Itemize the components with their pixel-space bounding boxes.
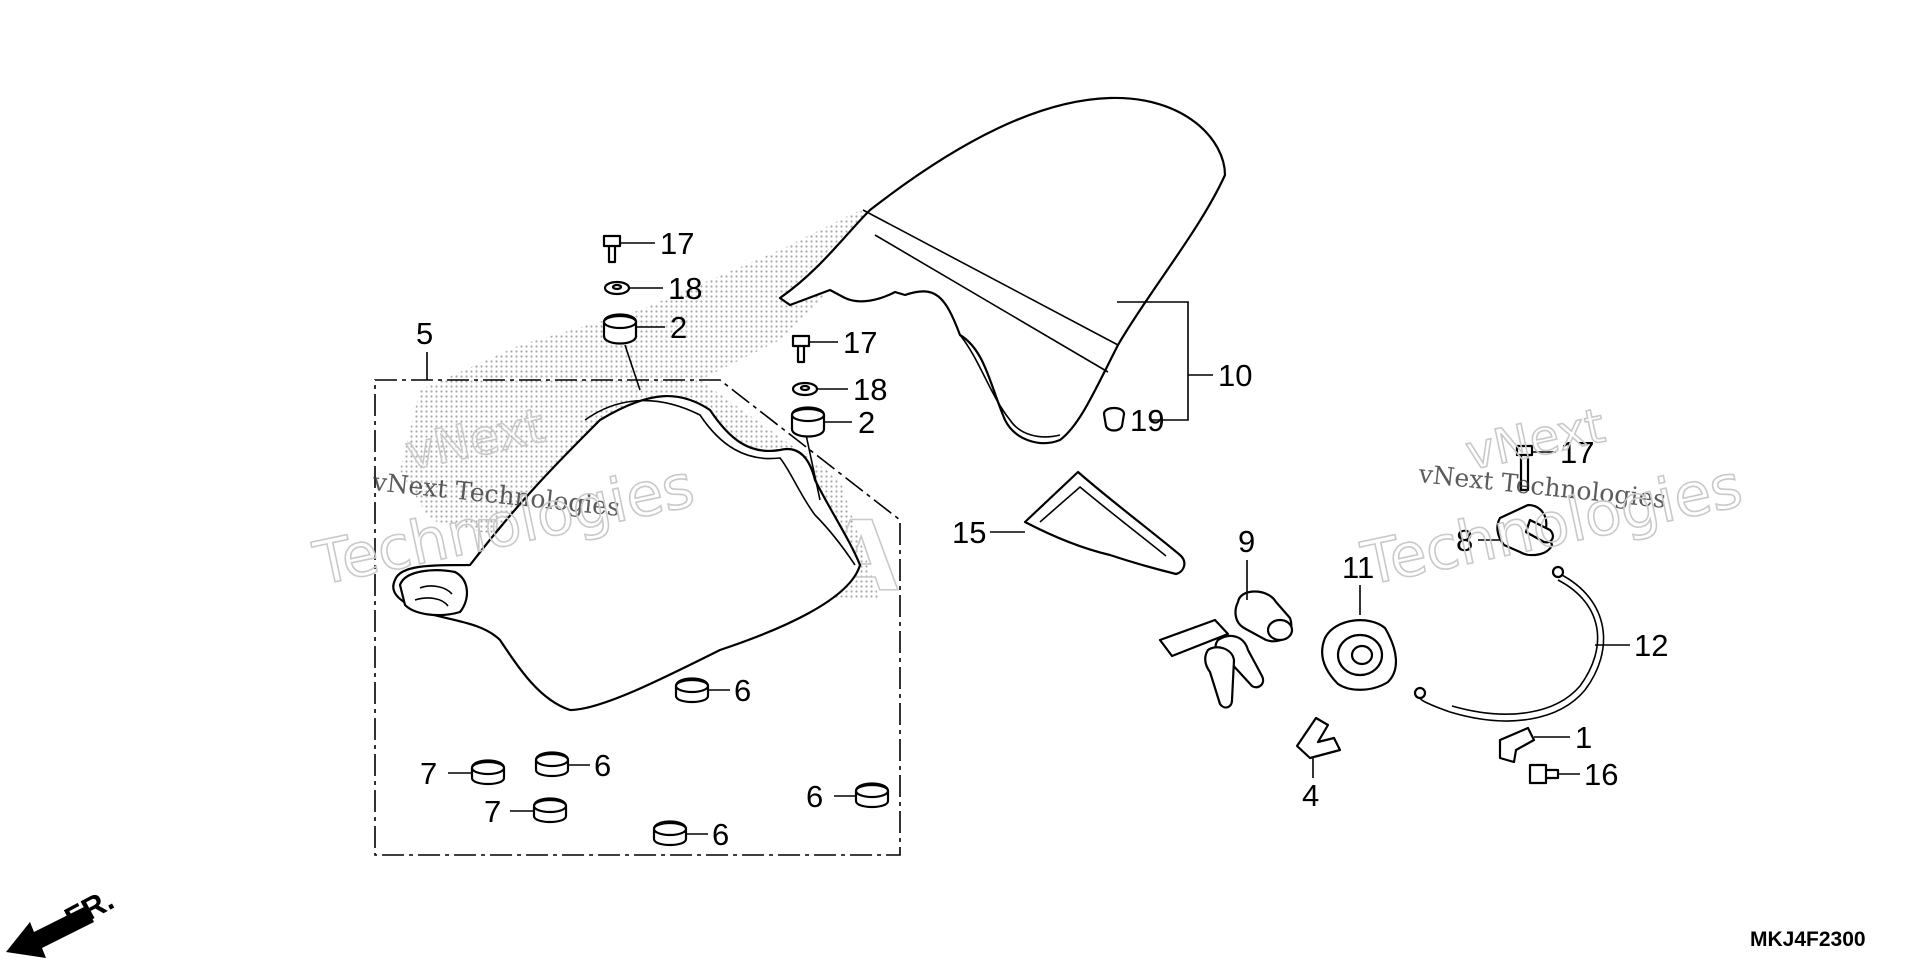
callout-6d: 6	[712, 817, 729, 852]
callout-7a: 7	[420, 756, 437, 791]
bolt-17c	[1515, 444, 1534, 492]
callout-2b: 2	[858, 405, 875, 440]
front-arrow-icon	[6, 906, 94, 958]
callout-17b: 17	[843, 325, 877, 360]
callout-15: 15	[952, 515, 986, 550]
callout-6b: 6	[594, 748, 611, 783]
callout-16: 16	[1584, 757, 1618, 792]
bolt-17b	[791, 334, 811, 364]
cable-12	[1419, 573, 1605, 722]
seat-edge-line	[584, 399, 856, 566]
callout-11: 11	[1342, 550, 1374, 585]
seat-latch	[398, 569, 468, 617]
callout-12: 12	[1634, 628, 1668, 663]
bracket-1	[1498, 726, 1536, 764]
grommet-6a-top	[674, 678, 710, 694]
lock-8	[1496, 503, 1554, 557]
callout-19: 19	[1130, 403, 1164, 438]
leader-2a-seat	[624, 344, 641, 391]
callout-9: 9	[1238, 524, 1255, 559]
washer-18a-hole	[611, 283, 623, 291]
cable-12-b	[1451, 579, 1599, 715]
callout-10: 10	[1218, 358, 1252, 393]
guide-15	[1023, 470, 1186, 576]
bolt-16	[1528, 763, 1560, 785]
key-blade-b	[1204, 646, 1236, 709]
grommet-19	[1102, 406, 1126, 432]
guide-15-inner	[1039, 485, 1167, 557]
seat-cowl-part	[778, 96, 1227, 445]
callout-18a: 18	[668, 271, 702, 306]
grommet-6d-top	[652, 821, 688, 837]
callout-17c: 17	[1560, 435, 1594, 470]
callout-8: 8	[1456, 523, 1473, 558]
callout-17a: 17	[660, 226, 694, 261]
grommet-6b-top	[534, 752, 570, 768]
cable-end-top	[1551, 565, 1565, 579]
rubber-2a-top	[602, 314, 638, 330]
clip-4	[1295, 716, 1342, 760]
cable-end-bottom	[1413, 686, 1427, 700]
bolt-17a	[602, 234, 622, 264]
grommet-7b-top	[532, 798, 568, 814]
leader-2b-seat	[804, 429, 821, 501]
key-tag	[1158, 618, 1230, 658]
callout-2a: 2	[670, 310, 687, 345]
callout-7b: 7	[484, 794, 501, 829]
seat-group-frame	[374, 379, 901, 856]
rubber-2b-top	[790, 407, 826, 423]
callout-18b: 18	[853, 372, 887, 407]
callout-5: 5	[416, 316, 433, 351]
grommet-6c-top	[854, 783, 890, 799]
callout-6a: 6	[734, 673, 751, 708]
lock-8-lever	[1524, 518, 1554, 544]
callout-1: 1	[1575, 720, 1592, 755]
seat-part	[392, 395, 862, 712]
callout-4: 4	[1302, 778, 1319, 813]
seat-cowl-underside	[959, 334, 1061, 438]
seat-latch-detail	[414, 585, 453, 607]
cover-11-hole	[1350, 644, 1374, 666]
front-direction-indicator: FR.	[6, 882, 119, 958]
seat-cowl-stripe	[862, 209, 1119, 373]
grommet-7a-top	[470, 760, 506, 776]
key-cylinder-face	[1266, 618, 1294, 642]
bracket-10	[1117, 301, 1189, 421]
washer-18b-hole	[799, 384, 811, 392]
diagram-part-code: MKJ4F2300	[1750, 928, 1866, 951]
callout-6c: 6	[806, 779, 823, 814]
